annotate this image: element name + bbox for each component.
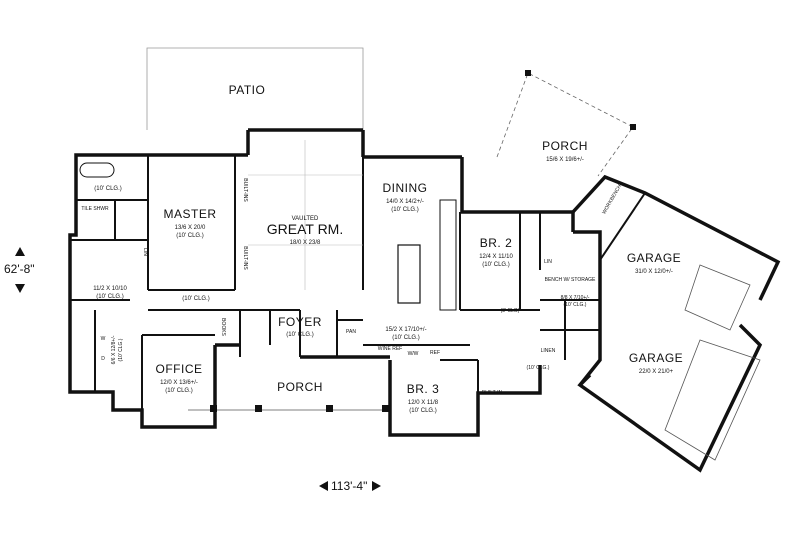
br3-label: BR. 3 (407, 382, 440, 396)
great-room-label: GREAT RM. (267, 221, 344, 237)
hall-ceiling: (10' CLG.) (182, 296, 210, 302)
closet-ceiling: (10' CLG.) (96, 294, 124, 300)
master-label: MASTER (163, 207, 216, 221)
front-porch-outline (188, 345, 390, 411)
porch-post (630, 124, 636, 130)
patio-label: PATIO (229, 83, 266, 97)
kitchen-ceiling: (10' CLG.) (392, 335, 420, 341)
garage-lower-size: 22/0 X 21/0+ (639, 369, 674, 375)
arrow-down-icon (15, 284, 25, 293)
bench-storage-label: BENCH W/ STORAGE (545, 277, 596, 283)
width-dimension: 113'-4" (331, 479, 368, 493)
master-ceiling: (10' CLG.) (176, 233, 204, 239)
great-room-note: VAULTED (292, 216, 319, 222)
master-size: 13/6 X 20/0 (175, 225, 206, 231)
office-label: OFFICE (156, 362, 203, 376)
arrow-right-icon (372, 481, 381, 491)
dining-label: DINING (383, 181, 428, 195)
great-room-size: 18/0 X 23/8 (290, 240, 321, 246)
rear-porch-outline (496, 72, 634, 177)
pantry-label: PAN (346, 329, 356, 335)
mudroom-ceiling: (10' CLG.) (564, 302, 587, 308)
porch-post (525, 70, 531, 76)
tile-shower-label: TILE SHWR (81, 206, 109, 212)
br3-built-in: BUILT-IN (482, 390, 503, 396)
foyer-label: FOYER (278, 315, 322, 329)
bathtub (79, 162, 115, 178)
master-bath-ceiling: (10' CLG.) (94, 186, 122, 192)
br2-label: BR. 2 (480, 236, 513, 250)
br2-size: 12/4 X 11/10 (479, 254, 513, 260)
room-labels: PATIO PORCH 15/6 X 19/6+/- (10' CLG.) TI… (81, 83, 683, 414)
closet-size: 11/2 X 10/10 (93, 286, 127, 292)
garage-upper-size: 31/0 X 12/0+/- (635, 269, 673, 275)
laundry-size: 6/6 X 12/8+/- (111, 335, 117, 364)
br2-linen-label: LIN (544, 259, 552, 265)
width-dimension-arrows (319, 481, 381, 491)
garage-door-tracks (664, 264, 761, 461)
rear-porch-size: 15/6 X 19/6+/- (546, 157, 584, 163)
garage-upper-label: GARAGE (627, 251, 681, 265)
great-room-beams (248, 140, 363, 290)
br3-size: 12/0 X 11/8 (408, 400, 439, 406)
workbench-label: WORKBENCH (601, 183, 623, 215)
ref-label: REF (430, 350, 440, 356)
mudroom-size: 8/8 X 7/10+/- (561, 295, 590, 301)
front-porch-posts (210, 405, 389, 412)
br2-ceiling: (10' CLG.) (482, 262, 510, 268)
arrow-left-icon (319, 481, 328, 491)
dining-size: 14/0 X 14/2+/- (386, 199, 424, 205)
ww-label: W/W (408, 351, 419, 357)
office-ceiling: (10' CLG.) (165, 388, 193, 394)
br3-ceiling: (10' CLG.) (409, 408, 437, 414)
garage-lower-label: GARAGE (629, 351, 683, 365)
dining-ceiling: (10' CLG.) (391, 207, 419, 213)
wine-ref-label: WINE REF (378, 346, 402, 352)
interior-walls (70, 155, 646, 427)
built-ins-top: BUILT-INS (242, 178, 248, 202)
dryer-label: D (101, 356, 105, 362)
front-porch-label: PORCH (277, 380, 323, 394)
laundry-ceiling: (10' CLG.) (118, 338, 124, 361)
kitchen-counter (439, 199, 457, 311)
books-label: BOOKS (220, 318, 226, 336)
arrow-up-icon (15, 247, 25, 256)
washer-label: W (101, 336, 106, 342)
linen-label: LINEN (541, 348, 556, 354)
office-size: 12/0 X 13/6+/- (160, 380, 198, 386)
depth-dimension-arrows (15, 247, 25, 293)
foyer-ceiling: (10' CLG.) (286, 332, 314, 338)
master-linen-label: LIN (142, 248, 148, 256)
built-ins-bottom: BUILT-INS (242, 246, 248, 270)
mud-hall-ceiling: (10' CLG.) (527, 365, 550, 371)
rear-porch-label: PORCH (542, 139, 588, 153)
depth-dimension: 62'-8" (4, 262, 35, 276)
kitchen-island (397, 244, 421, 304)
patio-outline (146, 47, 364, 130)
kitchen-size: 15/2 X 17/10+/- (385, 327, 426, 333)
br2-small-ceiling: (8' CLG) (501, 308, 520, 314)
